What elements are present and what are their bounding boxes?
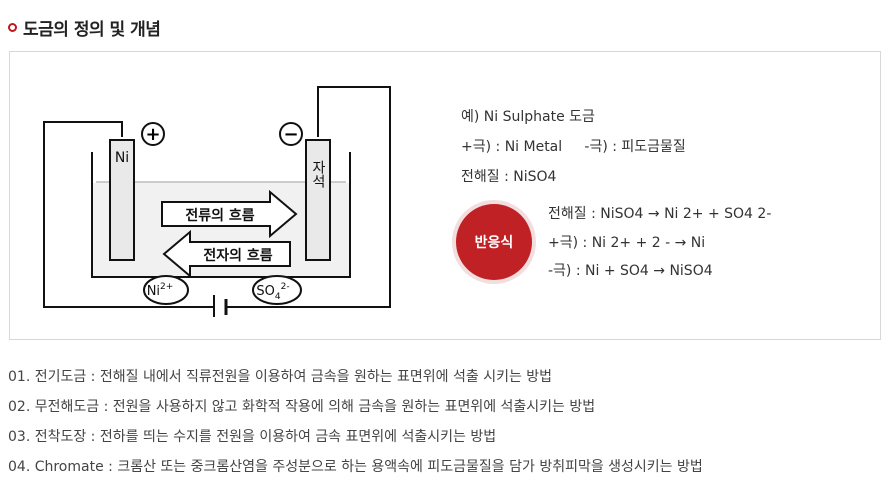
sulfate-ion-subscript: 4 bbox=[275, 292, 281, 302]
sulfate-ion-symbol: SO bbox=[256, 284, 274, 299]
content-panel: + − Ni 자석 전류의 흐름 전자의 흐름 Ni2+ SO42- bbox=[9, 51, 881, 340]
current-flow-arrow bbox=[161, 189, 298, 239]
definition-item: 01. 전기도금 : 전해질 내에서 직류전원을 이용하여 금속을 원하는 표면… bbox=[8, 369, 553, 385]
electrolyte-info: 전해질 : NiSO4 bbox=[461, 169, 557, 185]
reaction-badge: 반응식 bbox=[456, 204, 532, 280]
sulfate-ion-charge: 2- bbox=[281, 282, 290, 292]
plating-tank bbox=[91, 152, 351, 278]
example-title: 예) Ni Sulphate 도금 bbox=[461, 109, 595, 125]
plus-terminal-icon bbox=[141, 122, 165, 146]
definition-item: 03. 전착도장 : 전하를 띄는 수지를 전원을 이용하여 금속 표면위에 석… bbox=[8, 429, 497, 445]
cathode-label: 자석 bbox=[310, 160, 326, 188]
minus-terminal-icon bbox=[279, 122, 303, 146]
definition-item: 04. Chromate : 크롬산 또는 중크롬산염을 주성분으로 하는 용액… bbox=[8, 459, 703, 475]
section-header: 도금의 정의 및 개념 bbox=[8, 14, 161, 40]
svg-text:Ni2+: Ni2+ bbox=[147, 282, 174, 299]
current-flow-label: 전류의 흐름 bbox=[185, 207, 254, 224]
circle-bullet-icon bbox=[8, 22, 17, 32]
plus-sign: + bbox=[145, 124, 160, 145]
cathode-electrode bbox=[305, 139, 331, 261]
reaction-cathode: -극) : Ni + SO4 → NiSO4 bbox=[548, 263, 713, 279]
reaction-electrolyte: 전해질 : NiSO4 → Ni 2+ + SO4 2- bbox=[548, 206, 772, 222]
electrode-info: +극) : Ni Metal -극) : 피도금물질 bbox=[461, 139, 686, 155]
nickel-ion-charge: 2+ bbox=[160, 282, 173, 292]
minus-sign: − bbox=[283, 124, 298, 145]
svg-text:SO42-: SO42- bbox=[256, 282, 289, 302]
page-title: 도금의 정의 및 개념 bbox=[23, 19, 161, 40]
electron-flow-arrow bbox=[162, 229, 291, 279]
nickel-ion bbox=[143, 275, 189, 305]
battery-icon bbox=[213, 295, 228, 317]
electroplating-diagram: + − Ni 자석 전류의 흐름 전자의 흐름 Ni2+ SO42- bbox=[43, 86, 391, 317]
sulfate-ion bbox=[252, 275, 302, 305]
definition-item: 02. 무전해도금 : 전원을 사용하지 않고 화학적 작용에 의해 금속을 원… bbox=[8, 399, 596, 415]
nickel-ion-symbol: Ni bbox=[147, 284, 160, 299]
anode-label: Ni bbox=[115, 150, 129, 166]
reaction-anode: +극) : Ni 2+ + 2 - → Ni bbox=[548, 235, 706, 251]
circuit-wire bbox=[43, 86, 391, 308]
electron-flow-label: 전자의 흐름 bbox=[203, 247, 272, 264]
anode-electrode bbox=[109, 139, 135, 261]
